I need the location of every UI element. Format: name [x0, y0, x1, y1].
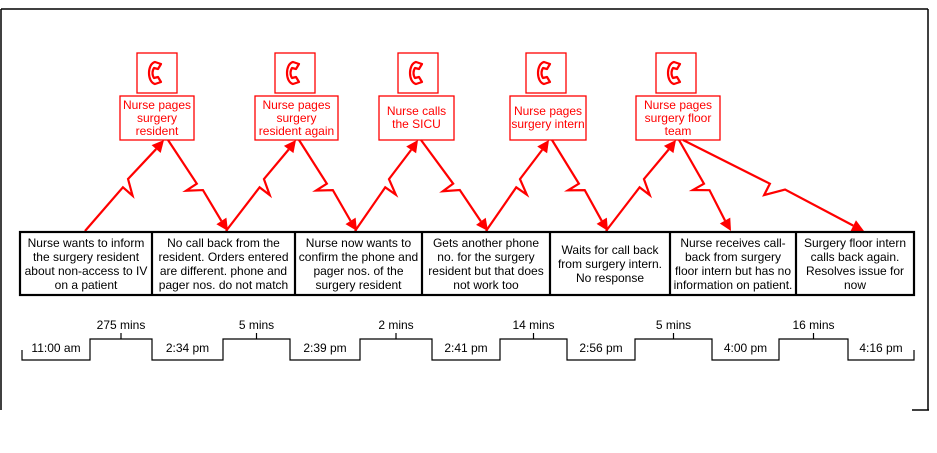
page-label: Nurse pages surgery resident	[122, 97, 192, 138]
page-label: Nurse pages surgery intern	[511, 104, 585, 131]
timeline-line	[21, 338, 915, 361]
phone-handset-icon	[274, 52, 316, 94]
arrow-down	[420, 139, 488, 231]
duration-label: 16 mins	[792, 318, 835, 332]
duration-label: 2 mins	[378, 318, 414, 332]
step-box: Surgery floor intern calls back again. R…	[803, 235, 907, 292]
phone-handset-icon	[655, 52, 697, 94]
step-box: Nurse wants to inform the surgery reside…	[24, 235, 148, 292]
time-label: 2:41 pm	[444, 341, 488, 355]
arrow-down-long	[682, 139, 864, 231]
time-label: 4:00 pm	[723, 341, 768, 355]
step-box: Gets another phone no. for the surgery r…	[428, 235, 544, 292]
arrow-down	[167, 139, 228, 231]
step-box: No call back from the resident. Orders e…	[158, 235, 289, 292]
time-label: 2:34 pm	[165, 341, 210, 355]
step-box: Waits for call back from surgery intern.…	[557, 242, 663, 285]
page-label: Nurse pages surgery resident again	[258, 97, 335, 138]
duration-label: 275 mins	[96, 318, 146, 332]
arrow-up	[84, 140, 164, 232]
arrow-down	[298, 139, 357, 231]
page-box	[378, 95, 455, 141]
page-label: Nurse pages surgery floor team	[643, 97, 713, 138]
phone-handset-icon	[136, 52, 178, 94]
page-box	[254, 95, 339, 141]
page-box	[635, 95, 721, 141]
time-label: 4:16 pm	[859, 341, 903, 355]
time-label: 2:39 pm	[303, 341, 347, 355]
page-box	[119, 95, 195, 141]
arrow-up	[354, 140, 418, 232]
duration-label: 14 mins	[512, 318, 555, 332]
time-label: 2:56 pm	[579, 341, 623, 355]
page-label: Nurse calls the SICU	[386, 104, 447, 131]
page-box	[509, 95, 587, 141]
phone-handset-icon	[525, 52, 567, 94]
arrow-up	[485, 140, 549, 232]
step-box: Nurse receives call- back from surgery f…	[673, 235, 793, 292]
steps-row	[18, 230, 916, 297]
duration-label: 5 mins	[238, 318, 275, 332]
time-label: 11:00 am	[31, 341, 81, 355]
arrow-up	[225, 140, 296, 232]
duration-label: 5 mins	[655, 318, 692, 332]
phone-handset-icon	[397, 52, 439, 94]
arrow-up	[605, 140, 676, 232]
step-box: Nurse now wants to confirm the phone and…	[298, 235, 419, 292]
arrow-down	[678, 139, 731, 231]
arrow-down	[551, 139, 608, 231]
